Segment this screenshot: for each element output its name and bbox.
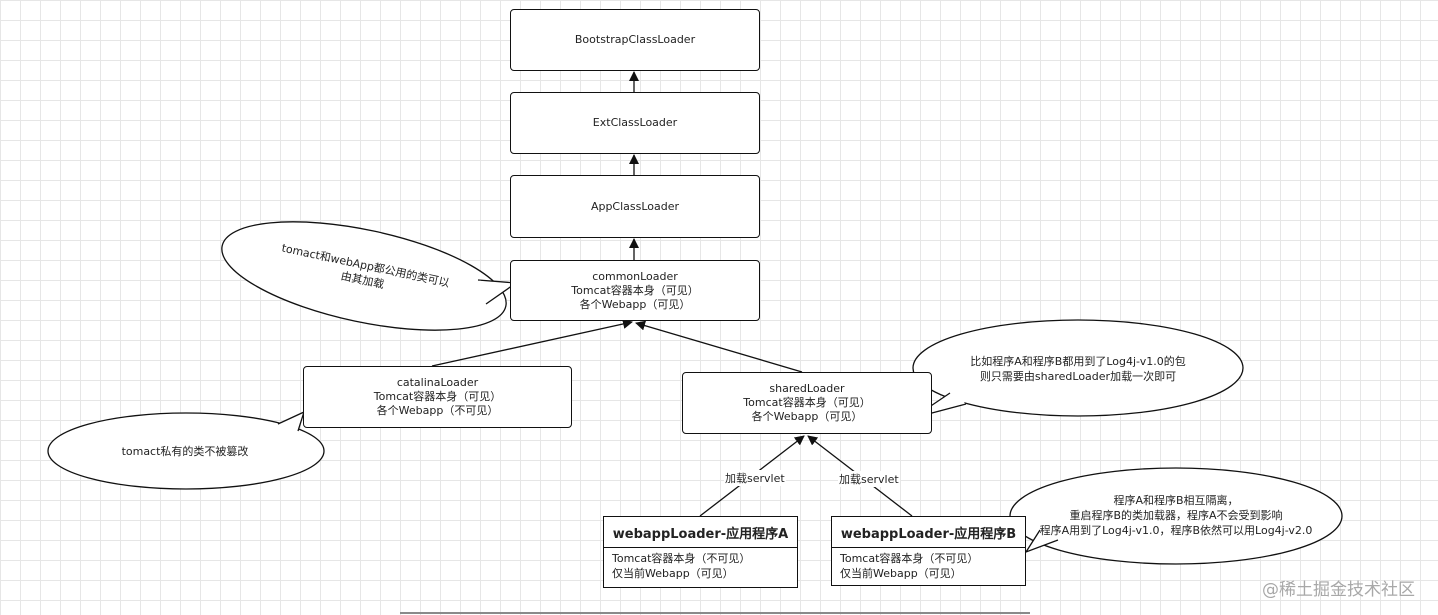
bootstrap-label: BootstrapClassLoader xyxy=(574,33,696,46)
shared-line-1: Tomcat容器本身（可见） xyxy=(743,396,871,409)
shared-loader-box[interactable]: sharedLoader Tomcat容器本身（可见） 各个Webapp（可见） xyxy=(682,372,932,434)
catalina-line-1: Tomcat容器本身（可见） xyxy=(373,390,502,403)
catalina-note-text: tomact私有的类不被篡改 xyxy=(60,436,310,466)
webapp-note-line-3: 程序A用到了Log4j-v1.0，程序B依然可以用Log4j-v2.0 xyxy=(1039,523,1313,537)
webapp-loader-a-box[interactable]: webappLoader-应用程序A Tomcat容器本身（不可见） 仅当前We… xyxy=(603,516,798,588)
callout-webapp xyxy=(1009,467,1343,565)
webapp-a-line-2: 仅当前Webapp（可见） xyxy=(612,567,734,580)
common-line-2: 各个Webapp（可见） xyxy=(579,297,691,311)
callout-catalina xyxy=(47,410,325,490)
shared-note-line-1: 比如程序A和程序B都用到了Log4j-v1.0的包 xyxy=(970,355,1186,368)
edge-label-load-servlet-a: 加载servlet xyxy=(724,470,786,486)
common-line-1: Tomcat容器本身（可见） xyxy=(571,283,699,297)
webapp-b-title: webappLoader-应用程序B xyxy=(832,517,1025,548)
catalina-note-line-1: tomact私有的类不被篡改 xyxy=(121,444,249,458)
edge-label-load-servlet-b: 加载servlet xyxy=(838,471,900,487)
webapp-note-text: 程序A和程序B相互隔离， 重启程序B的类加载器，程序A不会受到影响 程序A用到了… xyxy=(1020,484,1332,546)
catalina-line-2: 各个Webapp（不可见） xyxy=(376,404,499,417)
webapp-b-line-2: 仅当前Webapp（可见） xyxy=(840,567,962,580)
callout-common xyxy=(221,221,518,331)
webapp-loader-b-box[interactable]: webappLoader-应用程序B Tomcat容器本身（不可见） 仅当前We… xyxy=(831,516,1026,586)
shared-note-text: 比如程序A和程序B都用到了Log4j-v1.0的包 则只需要由sharedLoa… xyxy=(928,345,1228,393)
webapp-a-line-1: Tomcat容器本身（不可见） xyxy=(612,552,751,565)
app-classloader-box[interactable]: AppClassLoader xyxy=(510,175,760,238)
bottom-divider xyxy=(400,612,1030,614)
webapp-b-line-1: Tomcat容器本身（不可见） xyxy=(840,552,979,565)
callout-shared xyxy=(912,319,1244,419)
watermark: @稀土掘金技术社区 xyxy=(1262,580,1415,600)
arrow-shared-to-common xyxy=(635,320,803,373)
catalina-title: catalinaLoader xyxy=(396,376,479,389)
shared-title: sharedLoader xyxy=(769,382,845,395)
catalina-loader-box[interactable]: catalinaLoader Tomcat容器本身（可见） 各个Webapp（不… xyxy=(303,366,572,428)
shared-line-2: 各个Webapp（可见） xyxy=(751,410,863,423)
app-label: AppClassLoader xyxy=(590,199,680,213)
webapp-note-line-2: 重启程序B的类加载器，程序A不会受到影响 xyxy=(1069,508,1283,522)
bootstrap-classloader-box[interactable]: BootstrapClassLoader xyxy=(510,9,760,71)
common-title: commonLoader xyxy=(592,269,678,283)
ext-classloader-box[interactable]: ExtClassLoader xyxy=(510,92,760,154)
common-loader-box[interactable]: commonLoader Tomcat容器本身（可见） 各个Webapp（可见） xyxy=(510,260,760,321)
webapp-note-line-1: 程序A和程序B相互隔离， xyxy=(1113,493,1239,507)
shared-note-line-2: 则只需要由sharedLoader加载一次即可 xyxy=(979,370,1177,383)
webapp-a-title: webappLoader-应用程序A xyxy=(604,517,797,548)
ext-label: ExtClassLoader xyxy=(592,116,678,129)
arrow-catalina-to-common xyxy=(431,319,633,367)
